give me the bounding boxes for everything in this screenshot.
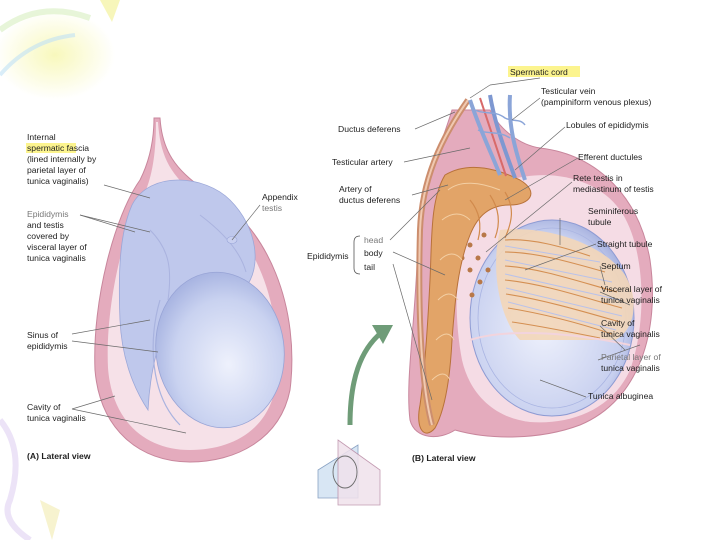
highlight-mark-b bbox=[508, 66, 580, 77]
label-visceral-2: tunica vaginalis bbox=[601, 295, 660, 305]
panel-a-labels: Internal spermatic fascia (lined interna… bbox=[26, 132, 299, 461]
label-ductus-deferens: Ductus deferens bbox=[338, 124, 401, 134]
epididymis-b bbox=[418, 166, 532, 434]
label-rete-2: mediastinum of testis bbox=[573, 184, 654, 194]
label-testicular-vein-2: (pampiniform venous plexus) bbox=[541, 97, 651, 107]
label-efferent: Efferent ductules bbox=[578, 152, 642, 162]
label-epididymis-5: tunica vaginalis bbox=[27, 253, 86, 263]
label-cavity-1: Cavity of bbox=[27, 402, 61, 412]
label-seminiferous-2: tubule bbox=[588, 217, 612, 227]
label-septum: Septum bbox=[601, 261, 631, 271]
label-testicular-artery: Testicular artery bbox=[332, 157, 393, 167]
label-epididymis-b: Epididymis bbox=[307, 251, 349, 261]
panel-b-pointers bbox=[389, 77, 641, 401]
rete-testis bbox=[459, 232, 491, 298]
seminiferous-tubules bbox=[504, 239, 623, 339]
label-epididymis-3: covered by bbox=[27, 231, 70, 241]
spermatic-cord-vessels bbox=[468, 94, 527, 181]
label-epididymis-1: Epididymis bbox=[27, 209, 69, 219]
label-cavity-2: tunica vaginalis bbox=[27, 413, 86, 423]
label-rete-1: Rete testis in bbox=[573, 173, 623, 183]
label-head: head bbox=[364, 235, 383, 245]
panel-a-illustration bbox=[94, 117, 293, 463]
epididymis-bracket bbox=[353, 235, 361, 275]
label-internal-fascia-5: tunica vaginalis) bbox=[27, 176, 89, 186]
panel-b-labels: Spermatic cord Testicular vein (pampinif… bbox=[307, 66, 663, 463]
efferent-ductules bbox=[469, 191, 512, 241]
label-internal-fascia-3: (lined internally by bbox=[27, 154, 97, 164]
label-internal-fascia-2: spermatic fascia bbox=[27, 143, 89, 153]
septa bbox=[504, 245, 623, 331]
highlight-mark bbox=[26, 143, 76, 153]
background-decoration bbox=[0, 0, 120, 540]
label-internal-fascia-1: Internal bbox=[27, 132, 56, 142]
panel-a-pointers bbox=[71, 184, 261, 434]
label-lobules: Lobules of epididymis bbox=[566, 120, 649, 130]
label-appendix-2: testis bbox=[262, 203, 282, 213]
caption-panel-b: (B) Lateral view bbox=[412, 453, 476, 463]
label-albuginea: Tunica albuginea bbox=[588, 391, 653, 401]
label-sinus-2: epididymis bbox=[27, 341, 68, 351]
orientation-inset bbox=[317, 439, 381, 506]
label-cavity-b-2: tunica vaginalis bbox=[601, 329, 660, 339]
label-artery-ductus-2: ductus deferens bbox=[339, 195, 400, 205]
label-epididymis-2: and testis bbox=[27, 220, 64, 230]
label-testicular-vein-1: Testicular vein bbox=[541, 86, 596, 96]
label-visceral-1: Visceral layer of bbox=[601, 284, 663, 294]
label-internal-fascia-4: parietal layer of bbox=[27, 165, 86, 175]
label-appendix-1: Appendix bbox=[262, 192, 299, 202]
label-spermatic-cord: Spermatic cord bbox=[510, 67, 568, 77]
panel-b-illustration bbox=[408, 94, 653, 438]
label-parietal-2: tunica vaginalis bbox=[601, 363, 660, 373]
caption-panel-a: (A) Lateral view bbox=[27, 451, 91, 461]
label-seminiferous-1: Seminiferous bbox=[588, 206, 638, 216]
label-sinus-1: Sinus of bbox=[27, 330, 59, 340]
label-straight: Straight tubule bbox=[597, 239, 653, 249]
label-tail: tail bbox=[364, 262, 375, 272]
label-parietal-1: Parietal layer of bbox=[601, 352, 661, 362]
orientation-arrow bbox=[347, 325, 393, 426]
label-cavity-b-1: Cavity of bbox=[601, 318, 635, 328]
label-artery-ductus-1: Artery of bbox=[339, 184, 372, 194]
label-body: body bbox=[364, 248, 383, 258]
testis-ovoid bbox=[155, 271, 285, 429]
label-epididymis-4: visceral layer of bbox=[27, 242, 87, 252]
